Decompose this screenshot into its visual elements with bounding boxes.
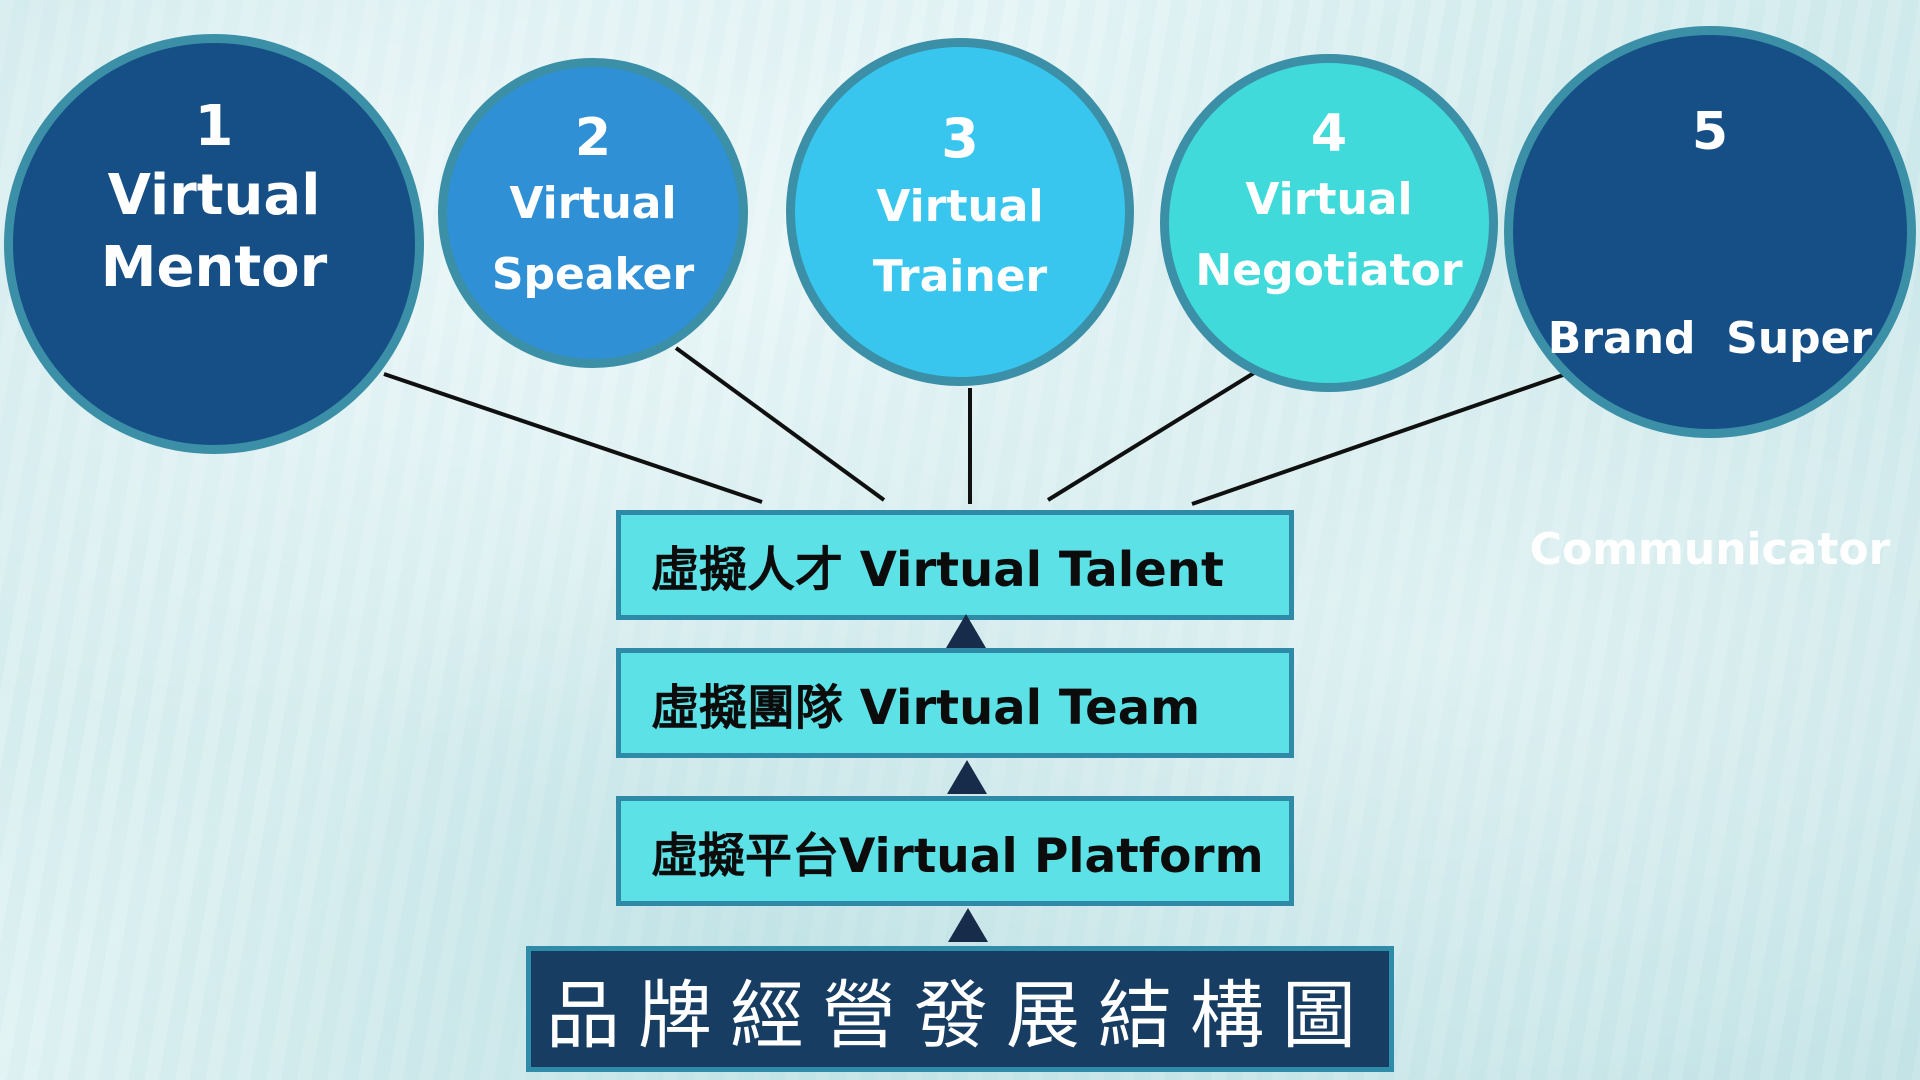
- circle-virtual-mentor: 1 Virtual Mentor: [4, 34, 424, 454]
- layer-virtual-talent: 虛擬人才 Virtual Talent: [616, 510, 1294, 620]
- circle-brand-super-communicator: 5 Brand Super Communicator: [1504, 26, 1916, 575]
- circle-label: Virtual Mentor: [101, 160, 327, 303]
- circle-number: 2: [574, 108, 612, 168]
- circle-label: Brand Super Communicator: [1530, 163, 1891, 726]
- circle-label-line: Virtual: [1245, 174, 1413, 226]
- circle-virtual-negotiator: 4 Virtual Negotiator: [1160, 54, 1498, 392]
- arrow-up-icon: [946, 614, 986, 648]
- circle-label-line: Negotiator: [1195, 244, 1463, 296]
- connector-line-5: [1191, 372, 1567, 506]
- connector-line-1: [383, 372, 763, 504]
- circle-number: 3: [941, 107, 979, 170]
- diagram-title: 品牌經營發展結構圖: [526, 946, 1394, 1072]
- circle-virtual-speaker: 2 Virtual Speaker: [438, 58, 748, 368]
- arrow-up-icon: [947, 760, 987, 794]
- connector-line-4: [1046, 366, 1264, 502]
- circle-label-line: Trainer: [872, 251, 1048, 303]
- circle-label: Virtual Negotiator: [1195, 165, 1462, 306]
- circle-label-line: Communicator: [1529, 524, 1891, 576]
- circle-label-line: Mentor: [100, 234, 328, 300]
- circle-label-line: Virtual: [107, 163, 321, 229]
- arrow-up-icon: [948, 908, 988, 942]
- circle-label: Virtual Trainer: [873, 172, 1048, 313]
- circle-label-line: Virtual: [509, 178, 677, 230]
- circle-number: 5: [1691, 102, 1729, 162]
- connector-line-2: [674, 346, 886, 502]
- layer-virtual-platform: 虛擬平台Virtual Platform: [616, 796, 1294, 906]
- circle-label-line: Brand Super: [1547, 313, 1873, 365]
- circle-number: 4: [1310, 104, 1348, 164]
- circle-virtual-trainer: 3 Virtual Trainer: [786, 38, 1134, 386]
- circle-label-line: Virtual: [876, 180, 1044, 232]
- circle-label-line: Speaker: [491, 248, 695, 300]
- layer-virtual-team: 虛擬團隊 Virtual Team: [616, 648, 1294, 758]
- circle-number: 1: [194, 94, 234, 159]
- circle-label: Virtual Speaker: [492, 169, 694, 310]
